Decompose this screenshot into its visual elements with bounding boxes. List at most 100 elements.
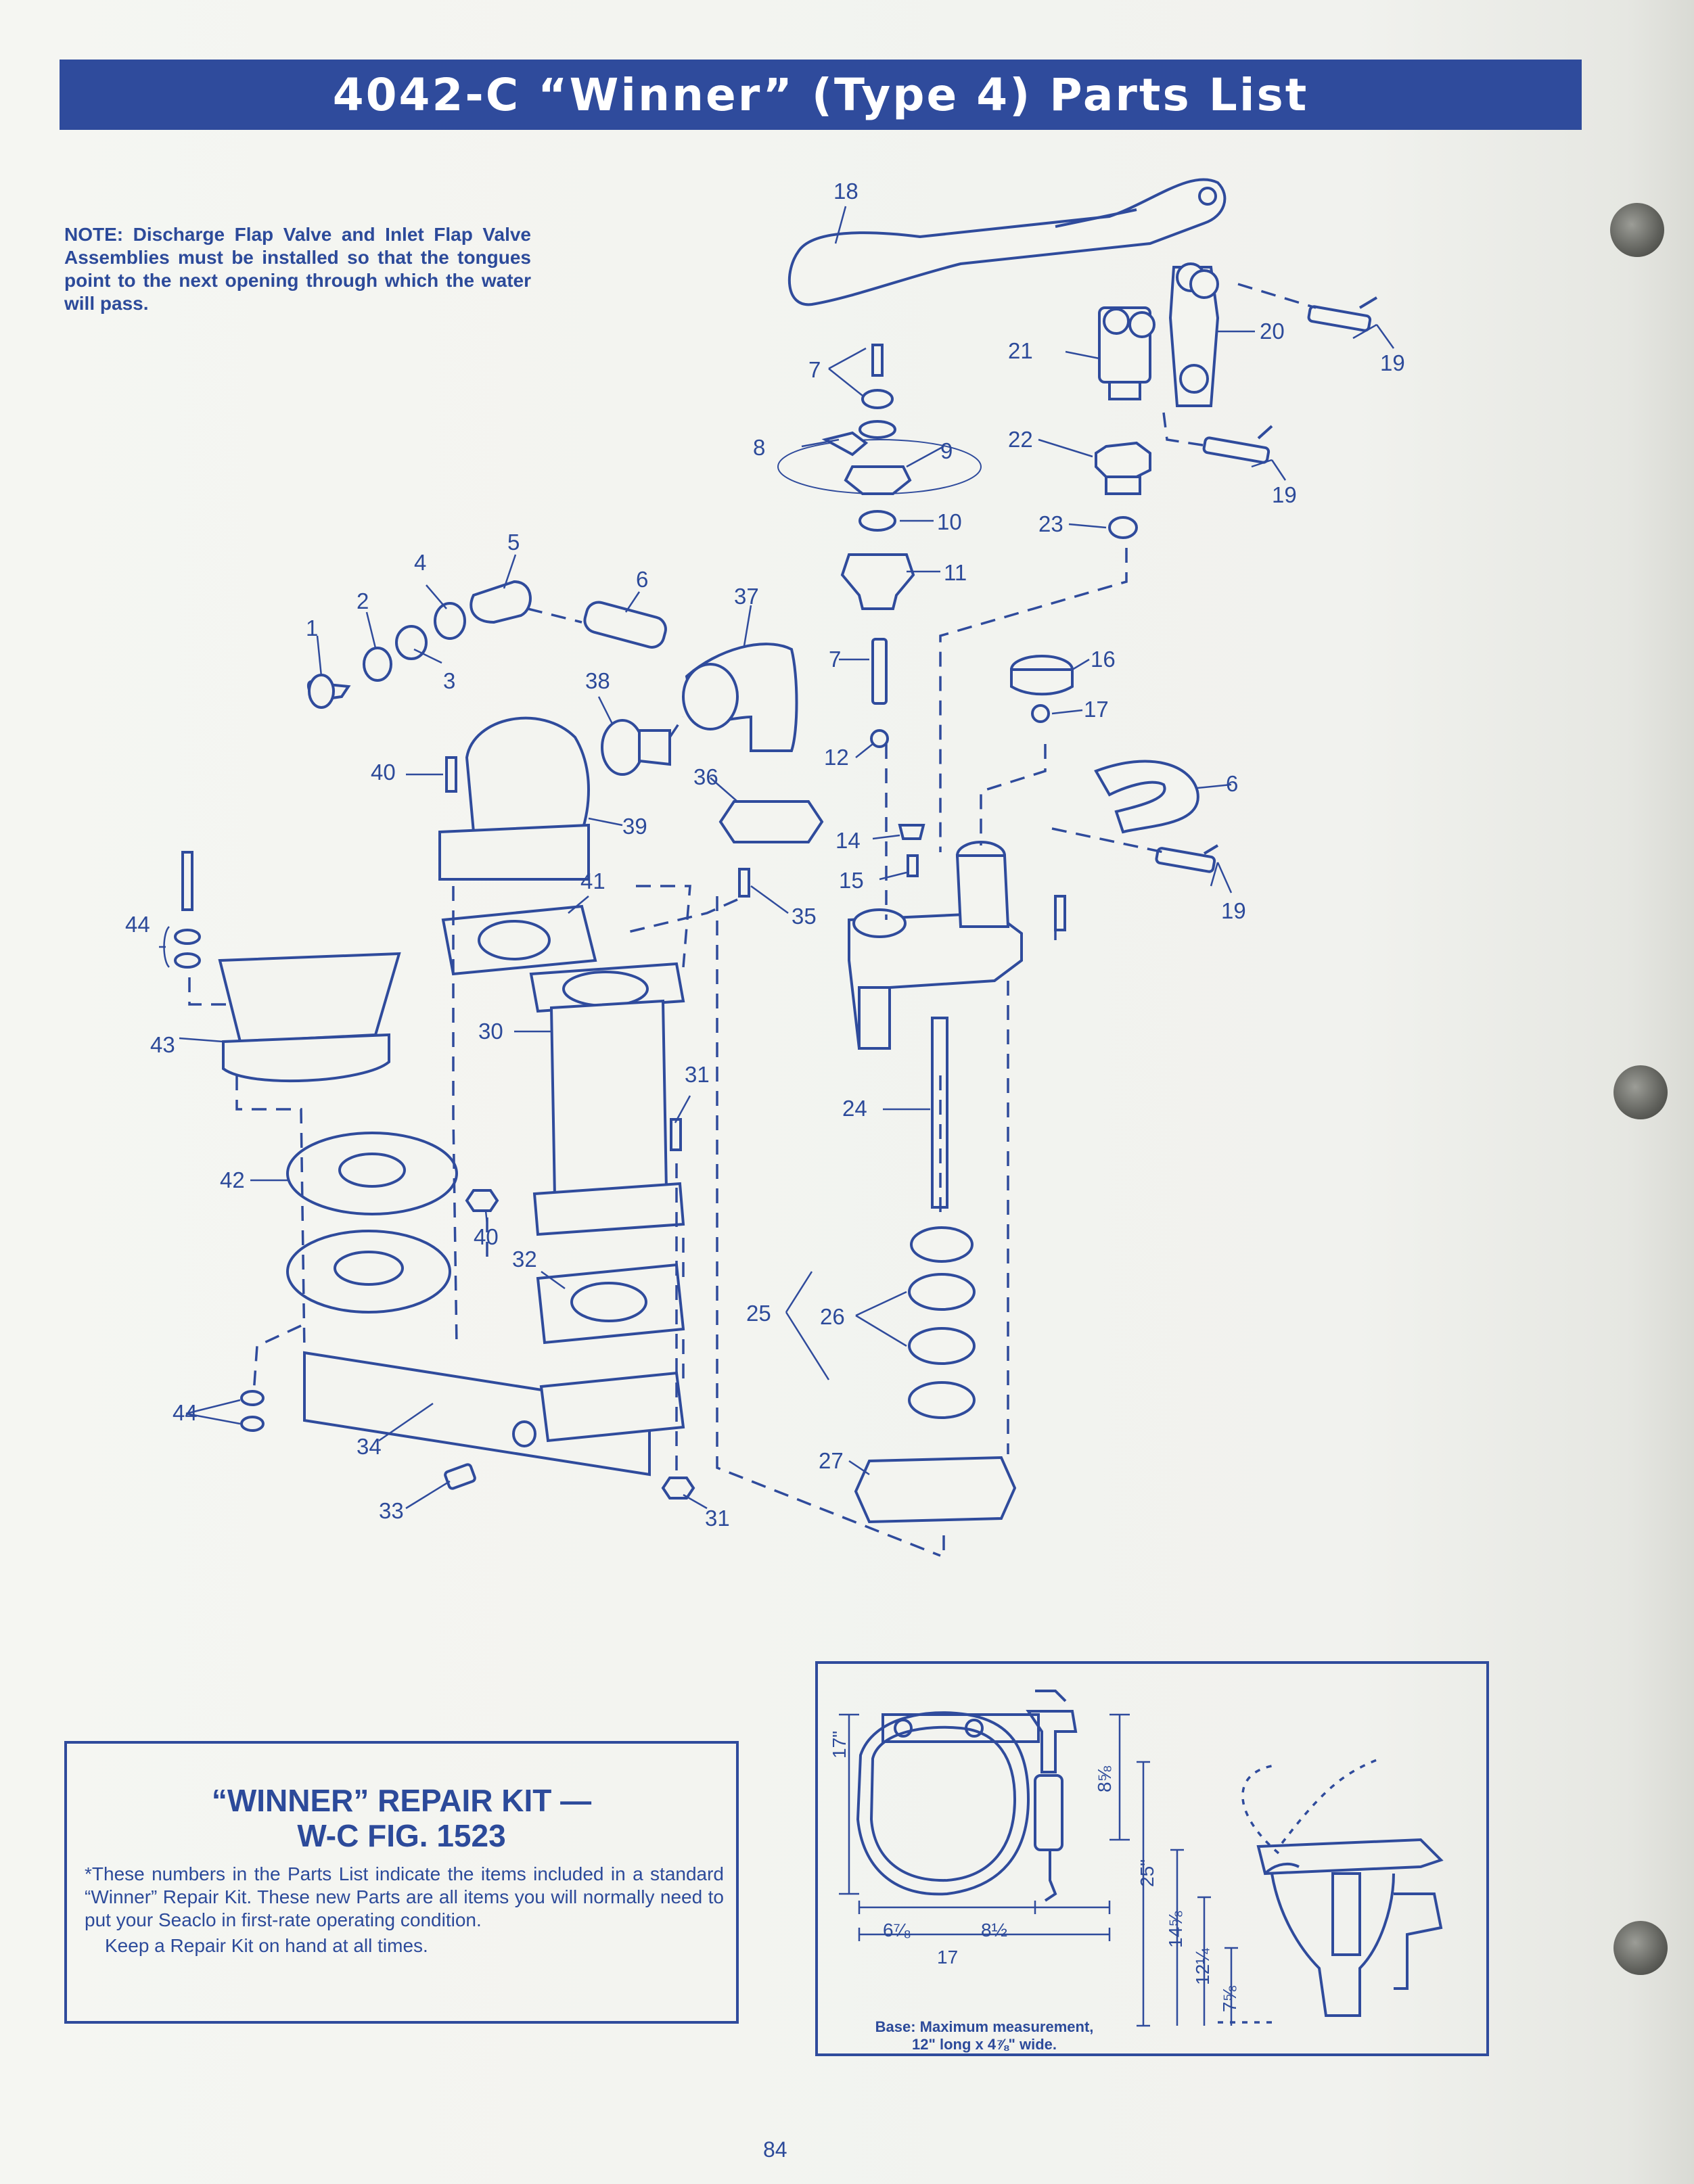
callout-19c: 19 bbox=[1221, 898, 1246, 923]
callout-1: 1 bbox=[306, 615, 319, 641]
callout-38: 38 bbox=[585, 668, 610, 693]
callout-36: 36 bbox=[693, 764, 718, 789]
callout-10: 10 bbox=[937, 509, 962, 534]
callout-24: 24 bbox=[842, 1096, 867, 1121]
callout-22: 22 bbox=[1008, 427, 1033, 452]
callout-20: 20 bbox=[1260, 319, 1285, 344]
callout-44: 44 bbox=[125, 912, 150, 937]
part-17-ball bbox=[1031, 704, 1050, 723]
callout-41: 41 bbox=[580, 868, 605, 893]
repair-kit-body: *These numbers in the Parts List indicat… bbox=[85, 1863, 724, 1930]
callout-44b: 44 bbox=[173, 1400, 198, 1425]
pump-body bbox=[848, 841, 1023, 1050]
base-caption-line-1: Base: Maximum measurement, bbox=[875, 2018, 1094, 2035]
callout-30: 30 bbox=[478, 1019, 503, 1044]
callout-3: 3 bbox=[443, 668, 456, 693]
part-34-base bbox=[286, 1230, 685, 1477]
top-view-outline bbox=[856, 1690, 1078, 1902]
dimension-pump-height: 8⅝ bbox=[1094, 1766, 1115, 1792]
repair-kit-title-line-2: W-C FIG. 1523 bbox=[297, 1818, 506, 1853]
base-measurement-caption: Base: Maximum measurement, 12ʺ long x 4⅞… bbox=[842, 2018, 1126, 2053]
dimension-overall-height: 25ʺ bbox=[1137, 1859, 1158, 1887]
part-39-inlet-elbow bbox=[438, 716, 590, 881]
dimension-height-4: 7⅝ bbox=[1219, 1986, 1240, 2012]
callout-16: 16 bbox=[1091, 647, 1116, 672]
part-23-washer bbox=[1108, 516, 1138, 539]
dimension-height-3: 12¼ bbox=[1192, 1948, 1213, 1986]
assembly-guide-lines bbox=[188, 283, 1317, 1557]
dimension-height-2: 14⅝ bbox=[1165, 1911, 1186, 1949]
callout-39: 39 bbox=[622, 814, 647, 839]
callout-4: 4 bbox=[414, 550, 427, 575]
base-caption-line-2: 12ʺ long x 4⅞ʺ wide. bbox=[911, 2036, 1057, 2053]
callout-14: 14 bbox=[835, 828, 861, 853]
part-42-bowl-gasket bbox=[286, 1132, 458, 1215]
callout-6: 6 bbox=[636, 567, 649, 592]
part-32-gasket bbox=[536, 1263, 685, 1345]
callout-19b: 19 bbox=[1272, 482, 1297, 507]
leader-lines bbox=[159, 206, 1395, 1510]
callout-35: 35 bbox=[792, 904, 817, 929]
callout-40: 40 bbox=[371, 760, 396, 785]
part-22-packing-nut bbox=[1095, 441, 1151, 495]
callout-21: 21 bbox=[1008, 338, 1033, 363]
callout-42: 42 bbox=[220, 1167, 245, 1192]
callout-31: 31 bbox=[685, 1062, 710, 1087]
binder-hole-top bbox=[1610, 203, 1664, 257]
inlet-fittings bbox=[306, 580, 667, 709]
dimension-drawing-box bbox=[815, 1661, 1489, 2056]
callout-11: 11 bbox=[944, 560, 967, 585]
callout-26: 26 bbox=[820, 1304, 845, 1329]
callout-34: 34 bbox=[357, 1434, 382, 1459]
callout-7b: 7 bbox=[829, 647, 842, 672]
callout-9: 9 bbox=[940, 438, 953, 463]
repair-kit-title: “WINNER” REPAIR KIT — W-C FIG. 1523 bbox=[67, 1783, 736, 1853]
callout-23: 23 bbox=[1038, 511, 1063, 536]
binder-hole-bottom bbox=[1613, 1921, 1668, 1975]
part-43-bowl-section bbox=[218, 952, 401, 1083]
part-27-gasket bbox=[854, 1456, 1017, 1524]
callout-25: 25 bbox=[746, 1301, 771, 1326]
callout-2: 2 bbox=[357, 588, 369, 613]
part-25-piston-assembly bbox=[908, 1226, 976, 1419]
part-20-link bbox=[1168, 262, 1220, 407]
repair-kit-box: “WINNER” REPAIR KIT — W-C FIG. 1523 *The… bbox=[64, 1741, 739, 2024]
title-banner: 4042-C “Winner” (Type 4) Parts List bbox=[60, 60, 1582, 130]
repair-kit-description: *These numbers in the Parts List indicat… bbox=[85, 1863, 724, 1957]
callout-37: 37 bbox=[734, 584, 759, 609]
part-16-cap bbox=[1010, 655, 1074, 696]
callout-6b: 6 bbox=[1226, 771, 1239, 796]
part-36-flange bbox=[718, 800, 824, 843]
callout-43: 43 bbox=[150, 1032, 175, 1057]
part-6-hose bbox=[1094, 760, 1199, 834]
callout-27: 27 bbox=[819, 1448, 844, 1473]
callout-32: 32 bbox=[512, 1247, 537, 1272]
part-38-flap-valve bbox=[601, 719, 671, 776]
part-37-discharge-elbow bbox=[682, 643, 798, 752]
dimension-width-left: 6⁷⁄₈ bbox=[883, 1920, 911, 1941]
callout-31b: 31 bbox=[705, 1506, 730, 1531]
note-text: Discharge Flap Valve and Inlet Flap Valv… bbox=[64, 224, 532, 314]
part-21-clevis bbox=[1098, 306, 1155, 400]
callout-8: 8 bbox=[753, 435, 766, 460]
callout-12: 12 bbox=[824, 745, 849, 770]
part-18-pump-handle bbox=[787, 178, 1227, 306]
callout-15: 15 bbox=[839, 868, 864, 893]
callout-7: 7 bbox=[808, 357, 821, 382]
binder-hole-middle bbox=[1613, 1065, 1668, 1119]
side-view-outline bbox=[1218, 1757, 1444, 2024]
callout-17: 17 bbox=[1084, 697, 1109, 722]
repair-kit-title-line-1: “WINNER” REPAIR KIT — bbox=[211, 1783, 592, 1818]
page-number: 84 bbox=[763, 2137, 787, 2162]
callout-19: 19 bbox=[1380, 350, 1405, 375]
dimension-width-right: 8½ bbox=[981, 1920, 1007, 1941]
callout-18: 18 bbox=[833, 179, 859, 204]
part-30-cylinder bbox=[529, 962, 685, 1236]
callout-5: 5 bbox=[507, 530, 520, 555]
dimension-lines bbox=[839, 1713, 1238, 2027]
page-title: 4042-C “Winner” (Type 4) Parts List bbox=[332, 68, 1309, 121]
callout-33: 33 bbox=[379, 1498, 404, 1523]
note-label: NOTE: bbox=[64, 224, 124, 245]
